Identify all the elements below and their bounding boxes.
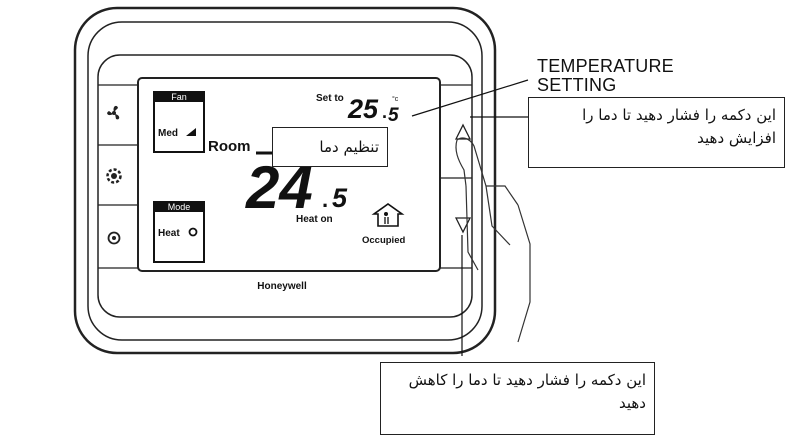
mode-heat-icon [188,227,198,237]
set-temperature-unit: °c [392,95,399,103]
set-temperature-dot: . [382,102,387,122]
down-arrow-button[interactable] [454,217,472,234]
fan-icon[interactable] [107,105,120,120]
mode-box-title: Mode [168,202,191,212]
fan-box: Fan Med [153,91,205,153]
set-temperature-callout: تنظیم دما [272,127,388,167]
temperature-setting-leader-line [411,79,529,117]
temperature-setting-line1: TEMPERATURE [537,56,674,76]
set-temperature-value: 25 [347,94,379,124]
occupied-house-icon [371,203,405,227]
room-label: Room [208,138,251,155]
room-temperature-decimal: 5 [332,183,348,213]
pressing-hand-illustration [455,137,531,343]
increase-temperature-callout: این دکمه را فشار دهید تا دما را افزایش د… [528,97,785,168]
temperature-setting-line2: SETTING [537,75,617,95]
up-arrow-button[interactable] [454,123,472,140]
occupancy-status: Occupied [362,235,405,246]
room-temperature-dot: . [322,187,328,212]
fan-speed-value: Med [158,128,178,139]
mode-value: Heat [158,228,180,239]
brand-logo: Honeywell [257,281,307,292]
thermostat-bezel [97,54,473,318]
mode-box: Mode Heat [153,201,205,263]
mode-icon[interactable] [107,231,121,245]
decrease-temperature-callout-text: این دکمه را فشار دهید تا دما را کاهش دهی… [408,371,646,413]
set-to-label: Set to [316,93,344,104]
temperature-setting-label: TEMPERATURE SETTING [537,57,674,95]
lcd-screen [137,77,441,272]
thermostat-outer-frame [73,6,497,355]
set-temperature-decimal: 5 [388,105,399,126]
decrease-temperature-callout: این دکمه را فشار دهید تا دما را کاهش دهی… [380,362,655,435]
fan-box-title: Fan [171,92,187,102]
fan-speed-bars-icon [186,128,196,136]
increase-temperature-callout-text: این دکمه را فشار دهید تا دما را افزایش د… [582,106,776,148]
set-temperature-callout-text: تنظیم دما [319,138,379,156]
heat-on-status: Heat on [296,214,333,225]
thermostat-inner-frame [87,21,483,341]
gear-icon[interactable] [106,168,122,184]
